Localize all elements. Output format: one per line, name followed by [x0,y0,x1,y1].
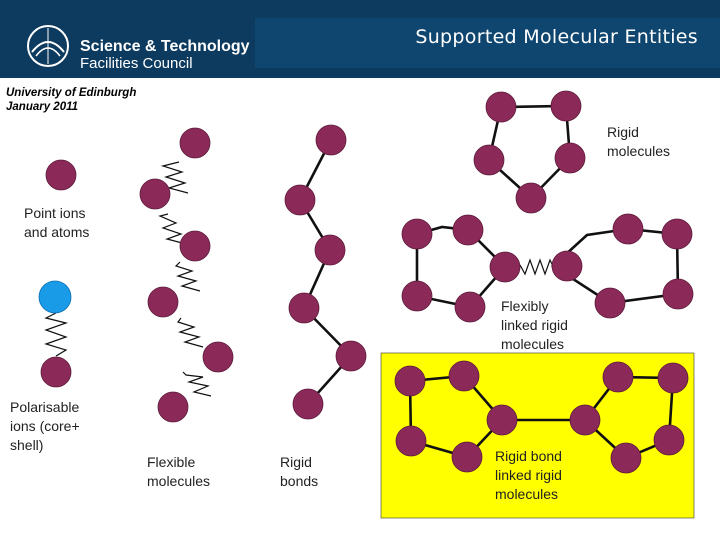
flex-linked-atom [612,213,644,245]
date-line: January 2011 [6,101,79,113]
label-polarisable-ions: Polarisable ions (core+ shell) [10,399,80,453]
rigid-bond-atom [284,184,316,216]
rigid-bond-atom [335,340,367,372]
rbl-atom [451,441,483,473]
label-rigid-molecules: Rigid molecules [607,124,671,159]
flex-linked-atom [661,218,693,250]
header-title-panel [255,18,720,68]
rigid-bond-atom [288,292,320,324]
rigid-molecule-atom [550,90,582,122]
label-rigid-bonds: Rigid bonds [280,454,319,489]
atoms [40,90,694,474]
spring-flex-link [519,258,556,276]
label-flexible-molecules: Flexible molecules [147,454,211,489]
flex-linked-atom [662,278,694,310]
rbl-atom [602,361,634,393]
slide-title: Supported Molecular Entities [415,26,698,48]
rbl-atom [448,360,480,392]
rigid-molecule-atom [515,182,547,214]
flex-linked-atom [594,287,626,319]
org-name-line2: Facilities Council [80,55,193,72]
rbl-atom [569,404,601,436]
rigid-bond-atom [314,234,346,266]
flex-atom [179,127,211,159]
polarisable-shell [38,280,72,314]
header-bar: Science & Technology Facilities Council … [0,0,720,78]
spring-core-shell [44,312,69,357]
rigid-molecule-atom [554,142,586,174]
org-name-line1: Science & Technology [80,38,250,55]
label-point-ions: Point ions and atoms [24,205,90,240]
venue-line: University of Edinburgh [6,87,137,99]
rigid-bond-atom [292,388,324,420]
label-rigid-bond-linked: Rigid bond linked rigid molecules [495,448,562,502]
flex-linked-atom [401,280,433,312]
flex-atom [179,230,211,262]
rbl-atom [653,424,685,456]
flex-linked-atom [454,291,486,323]
rbl-atom [610,442,642,474]
flex-linked-atom [489,251,521,283]
rbl-atom [657,362,689,394]
spring-flex-2 [158,213,187,245]
venue-date: University of Edinburgh January 2011 [6,86,136,114]
point-ion-atom [45,159,77,191]
polarisable-core-atom [40,356,72,388]
rigid-molecule-atom [485,91,517,123]
spring-flex-4 [177,317,204,348]
flex-atom [147,286,179,318]
flex-atom [139,178,171,210]
flex-linked-atom [551,250,583,282]
flex-linked-atom [401,218,433,250]
rbl-atom [395,425,427,457]
spring-flex-3 [174,261,201,292]
rigid-molecule-atom [473,144,505,176]
spring-flex-5 [182,371,212,397]
flex-atom [202,341,234,373]
label-flexibly-linked: Flexibly linked rigid molecules [501,298,568,352]
flex-linked-atom [452,214,484,246]
springs [44,161,556,397]
stfc-logo-icon [27,25,69,67]
rigid-bond-linked-highlight [380,352,695,519]
rbl-atom [394,365,426,397]
rbl-atom [486,404,518,436]
rigid-bond-atom [315,124,347,156]
organisation-name: Science & Technology Facilities Council [80,38,250,72]
flex-atom [157,391,189,423]
